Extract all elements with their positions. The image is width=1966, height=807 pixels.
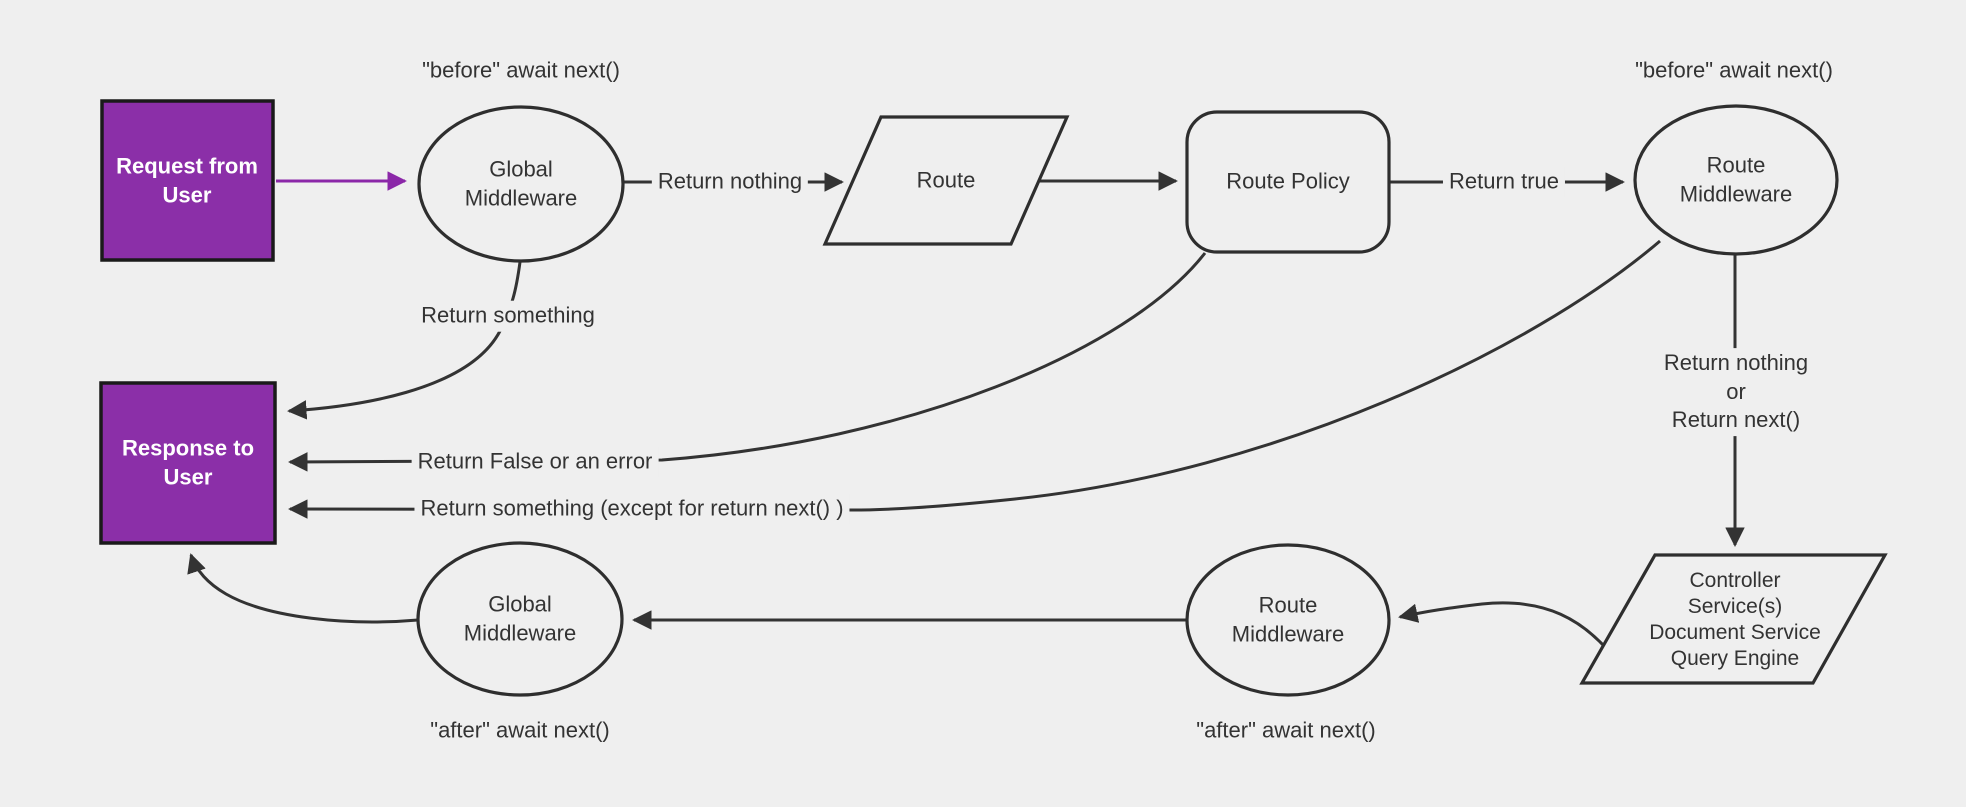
edge-label-before-await-right: "before" await next() [1635, 57, 1833, 83]
node-controller-services [1579, 553, 1888, 685]
edge-label-return-true: Return true [1442, 166, 1566, 198]
node-route-policy [1185, 110, 1391, 254]
request-box-label: Request from User [116, 153, 258, 207]
route-label: Route [916, 167, 976, 193]
node-response-to-user [99, 381, 277, 545]
node-global-middleware-bottom [416, 541, 624, 697]
edge-label-return-nothing-or-next: Return nothing or Return next() [1657, 348, 1815, 436]
edge-label-return-false-or-error: Return False or an error [411, 446, 659, 478]
global-middleware-bottom-label: Global Middleware [463, 591, 577, 645]
route-policy-label: Route Policy [1226, 168, 1350, 194]
controller-services-label: Controller Service(s) Document Service Q… [1649, 569, 1821, 670]
node-global-middleware-top [417, 105, 625, 263]
node-request-from-user [100, 99, 275, 262]
edge-label-after-await-right: "after" await next() [1196, 717, 1376, 743]
route-middleware-bottom-label: Route Middleware [1231, 592, 1345, 646]
arrow-route-policy-return-false [288, 252, 1207, 472]
edge-label-return-something-except: Return something (except for return next… [414, 493, 850, 525]
response-box-label: Response to User [121, 435, 255, 489]
edge-label-return-something: Return something [415, 300, 601, 332]
edge-label-after-await-left: "after" await next() [430, 717, 610, 743]
arrow-controller-to-route-mw-bottom [1398, 601, 1624, 669]
node-route [822, 115, 1070, 246]
arrow-global-mw-return-something [287, 261, 522, 420]
edge-label-return-nothing: Return nothing [651, 166, 809, 198]
node-route-middleware-bottom [1185, 543, 1391, 697]
node-route-middleware-top [1633, 104, 1839, 256]
edge-label-before-await-left: "before" await next() [422, 57, 620, 83]
global-middleware-top-label: Global Middleware [464, 156, 578, 210]
arrow-global-mw-bottom-to-response [187, 553, 419, 624]
route-middleware-top-label: Route Middleware [1679, 152, 1793, 206]
arrow-route-mw-return-something-except [288, 239, 1661, 519]
